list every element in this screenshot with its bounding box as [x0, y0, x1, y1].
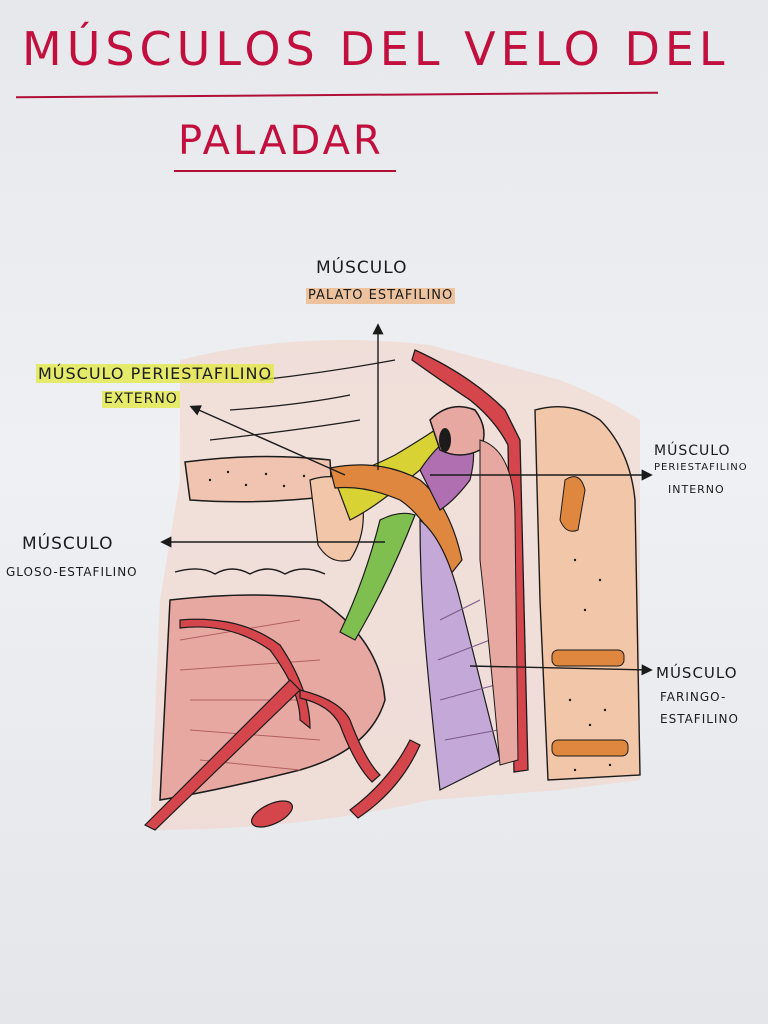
larynx-curve: [349, 739, 421, 819]
pointer-faringo-estafilino: [469, 664, 653, 676]
pointer-periestafilino-externo: [189, 405, 346, 476]
label-periestafilino-interno-line2: PERIESTAFILINO: [654, 462, 748, 473]
tubal-opening: [439, 428, 451, 452]
epiglottis: [299, 689, 381, 783]
vertebra-atlas: [559, 476, 586, 532]
label-faringo-estafilino-line2: FARINGO-: [660, 690, 727, 704]
label-palato-estafilino-line1: MÚSCULO: [316, 258, 408, 278]
hyoid-bone: [251, 800, 293, 828]
gloso-estafilino-muscle: [339, 512, 416, 641]
teeth-row: [174, 568, 326, 575]
palate-upper-curves: [209, 359, 396, 441]
label-faringo-estafilino-line3: ESTAFILINO: [660, 712, 739, 726]
label-periestafilino-externo-line1: MÚSCULO PERIESTAFILINO: [36, 364, 275, 384]
label-faringo-estafilino-line1: MÚSCULO: [656, 664, 738, 682]
title-underline-2: [174, 170, 396, 172]
label-periestafilino-externo-line2: EXTERNO: [102, 391, 180, 408]
label-gloso-estafilino-line1: MÚSCULO: [22, 534, 114, 554]
page-title-line-2: PALADAR: [178, 118, 384, 164]
faringo-estafilino-muscle: [419, 518, 501, 791]
vertebral-column: [534, 405, 641, 781]
mandible-bone: [179, 618, 311, 730]
label-gloso-estafilino-line2: GLOSO-ESTAFILINO: [6, 565, 138, 579]
label-periestafilino-interno-line1: MÚSCULO: [654, 443, 731, 459]
hard-palate-dots: [208, 470, 306, 488]
intervertebral-disc-1: [551, 649, 625, 667]
label-periestafilino-interno-line3: INTERNO: [668, 483, 725, 496]
hard-palate: [184, 455, 333, 503]
palato-estafilino-muscle: [329, 464, 463, 577]
pharyngeal-mucosa: [479, 439, 519, 766]
label-palato-estafilino-line2: PALATO ESTAFILINO: [306, 288, 456, 304]
intervertebral-disc-2: [551, 739, 629, 757]
vertebra-dots: [568, 558, 612, 772]
page-title-line-1: MÚSCULOS DEL VELO DEL: [22, 22, 730, 76]
pharynx-stripes: [437, 599, 499, 741]
